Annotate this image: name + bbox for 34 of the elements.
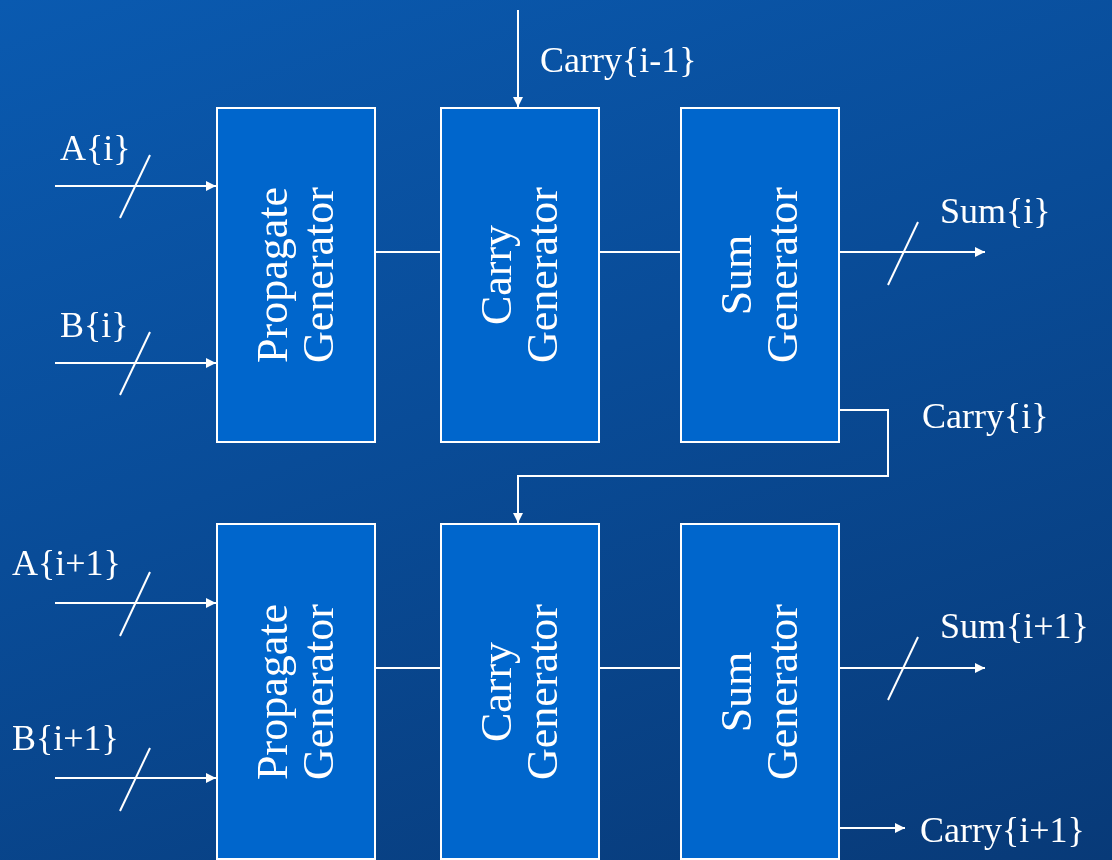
box-label: Sum Generator — [713, 186, 807, 365]
signal-label: Sum{i} — [940, 193, 1051, 229]
arrow — [513, 9, 523, 108]
box-label: Carry Generator — [473, 602, 567, 782]
connector-line — [599, 251, 681, 253]
signal-label: Carry{i+1} — [920, 812, 1085, 848]
arrow — [54, 358, 217, 368]
signal-label: Sum{i+1} — [940, 608, 1089, 644]
signal-label: B{i} — [60, 307, 129, 343]
box-label: Propagate Generator — [249, 602, 343, 782]
box-label: Sum Generator — [713, 602, 807, 782]
signal-label: Carry{i-1} — [540, 42, 697, 78]
arrow — [839, 663, 986, 673]
arrow — [54, 773, 217, 783]
generator-box — [440, 523, 600, 860]
signal-label: Carry{i} — [922, 398, 1049, 434]
arrow — [839, 247, 986, 257]
signal-label: A{i+1} — [12, 545, 121, 581]
generator-box — [440, 107, 600, 443]
arrow — [54, 181, 217, 191]
generator-box — [680, 523, 840, 860]
arrow — [54, 598, 217, 608]
signal-label: B{i+1} — [12, 720, 119, 756]
generator-box — [680, 107, 840, 443]
connector-line — [599, 667, 681, 669]
signal-label: A{i} — [60, 130, 131, 166]
box-label: Carry Generator — [473, 186, 567, 365]
arrow — [839, 823, 906, 833]
box-label: Propagate Generator — [249, 186, 343, 365]
generator-box — [216, 107, 376, 443]
arrow — [513, 409, 889, 524]
generator-box — [216, 523, 376, 860]
connector-line — [375, 667, 441, 669]
connector-line — [375, 251, 441, 253]
